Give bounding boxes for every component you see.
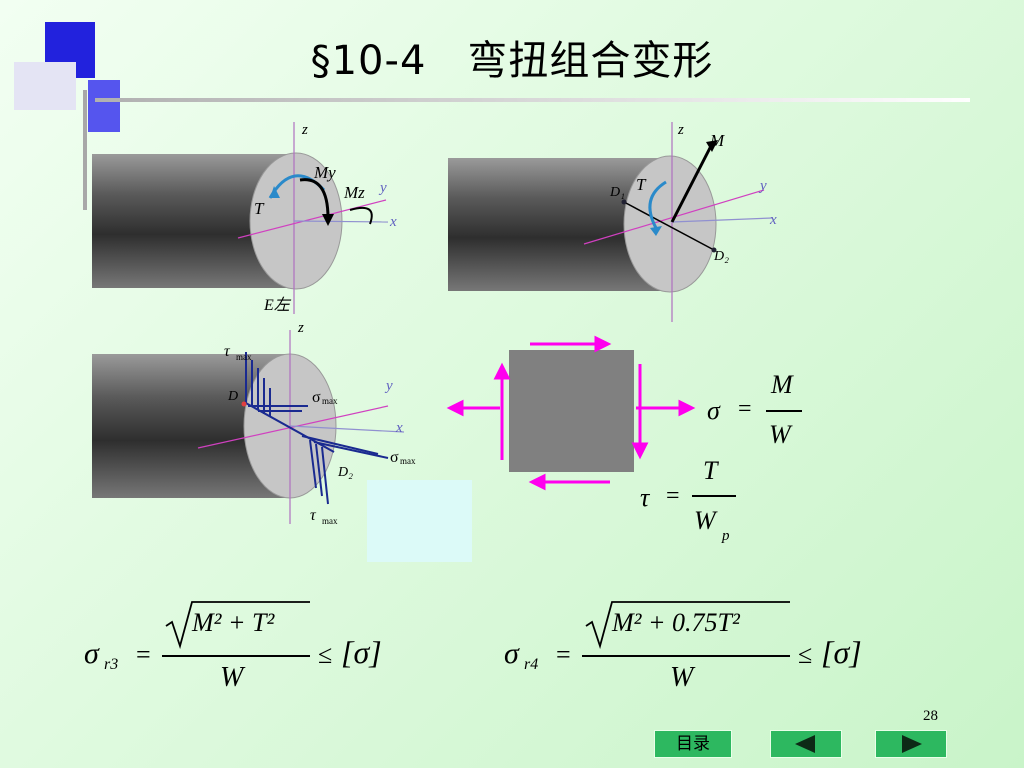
page-title: §10-4 弯扭组合变形 (310, 38, 714, 84)
tau-numerator: T (703, 456, 718, 485)
tau-equals: = (666, 483, 680, 509)
fig1-my-label: My (313, 163, 336, 182)
toc-button[interactable]: 目录 (654, 730, 732, 758)
sigma-equals: = (738, 396, 752, 422)
tau-denominator-sub: p (722, 528, 730, 544)
blank-box (367, 480, 472, 562)
r4-sqrt-sign (585, 601, 790, 650)
fig2-z-label: z (677, 122, 684, 138)
r3-fraction-bar (162, 655, 310, 657)
figure-shaft-resultant: z M T D₁ D₂ y x (448, 122, 777, 322)
fig2-x-label: x (769, 212, 777, 228)
figure-shaft-stress: τ max z D σ max y x σ max D₂ τ max (92, 320, 416, 526)
r4-subscript: r4 (524, 656, 539, 673)
r3-numerator: M² + T² (192, 608, 275, 637)
fig2-d2-label: D₂ (713, 249, 729, 264)
fig1-x-label: x (389, 214, 397, 230)
r4-equals: = (556, 640, 571, 669)
sigma-symbol: σ (707, 396, 720, 425)
stress-element-square (509, 350, 634, 472)
fig3-sigma-top-label: σ (312, 389, 321, 406)
r4-leq: ≤ (798, 640, 813, 669)
fig3-d-label: D (227, 389, 238, 404)
r4-allowable: [σ] (821, 634, 862, 670)
fig2-y-label: y (758, 178, 767, 194)
triangle-left-icon (795, 735, 815, 753)
r3-sigma: σ (84, 637, 99, 670)
fig2-t-label: T (636, 175, 647, 194)
page-number: 28 (923, 708, 938, 724)
fig3-x-label: x (395, 420, 403, 436)
r3-denominator: W (220, 662, 244, 693)
fig2-m-label: M (709, 131, 725, 150)
r3-allowable: [σ] (341, 634, 382, 670)
r4-sigma: σ (504, 637, 519, 670)
decor-square-light (14, 62, 76, 110)
fig1-e-label: E左 (263, 296, 292, 314)
next-slide-button[interactable] (875, 730, 947, 758)
fig1-y-label: y (378, 180, 387, 196)
fig1-mz-label: Mz (343, 183, 365, 202)
r3-equals: = (136, 640, 151, 669)
fig3-z-label: z (297, 320, 304, 336)
fig3-tau-top-sub: max (236, 352, 252, 362)
r4-fraction-bar (582, 655, 790, 657)
stress-element-diagram (446, 335, 696, 491)
decor-bar-vertical (83, 90, 87, 210)
fig3-y-label: y (384, 378, 393, 394)
fig3-tau-top-label: τ (224, 343, 231, 360)
r4-numerator: M² + 0.75T² (612, 608, 740, 637)
r3-subscript: r3 (104, 656, 119, 673)
triangle-right-icon (902, 735, 922, 753)
r3-leq: ≤ (318, 640, 333, 669)
fig2-d1-label: D₁ (609, 185, 625, 200)
fig3-d2-label: D₂ (337, 465, 353, 480)
sigma-fraction-bar (766, 410, 802, 412)
sigma-denominator: W (769, 420, 791, 449)
fig3-sigma-top-sub: max (322, 396, 338, 406)
fig3-tau-bottom-sub: max (322, 516, 338, 526)
tau-denominator: W (694, 506, 716, 535)
figure-shaft-moments: z My Mz y x T E左 (92, 122, 397, 314)
fig3-sigma-bottom-label: σ (390, 449, 399, 466)
fig3-tau-bottom-label: τ (310, 507, 317, 524)
decor-square-blue-small (88, 80, 120, 132)
fig3-sigma-bottom-sub: max (400, 456, 416, 466)
r4-denominator: W (670, 662, 694, 693)
tau-symbol: τ (640, 483, 650, 512)
prev-slide-button[interactable] (770, 730, 842, 758)
title-underline (95, 98, 970, 102)
sigma-numerator: M (771, 370, 793, 399)
r3-sqrt-sign (165, 601, 310, 650)
fig1-z-label: z (301, 122, 308, 138)
tau-fraction-bar (692, 495, 736, 497)
fig1-t-label: T (254, 199, 265, 218)
